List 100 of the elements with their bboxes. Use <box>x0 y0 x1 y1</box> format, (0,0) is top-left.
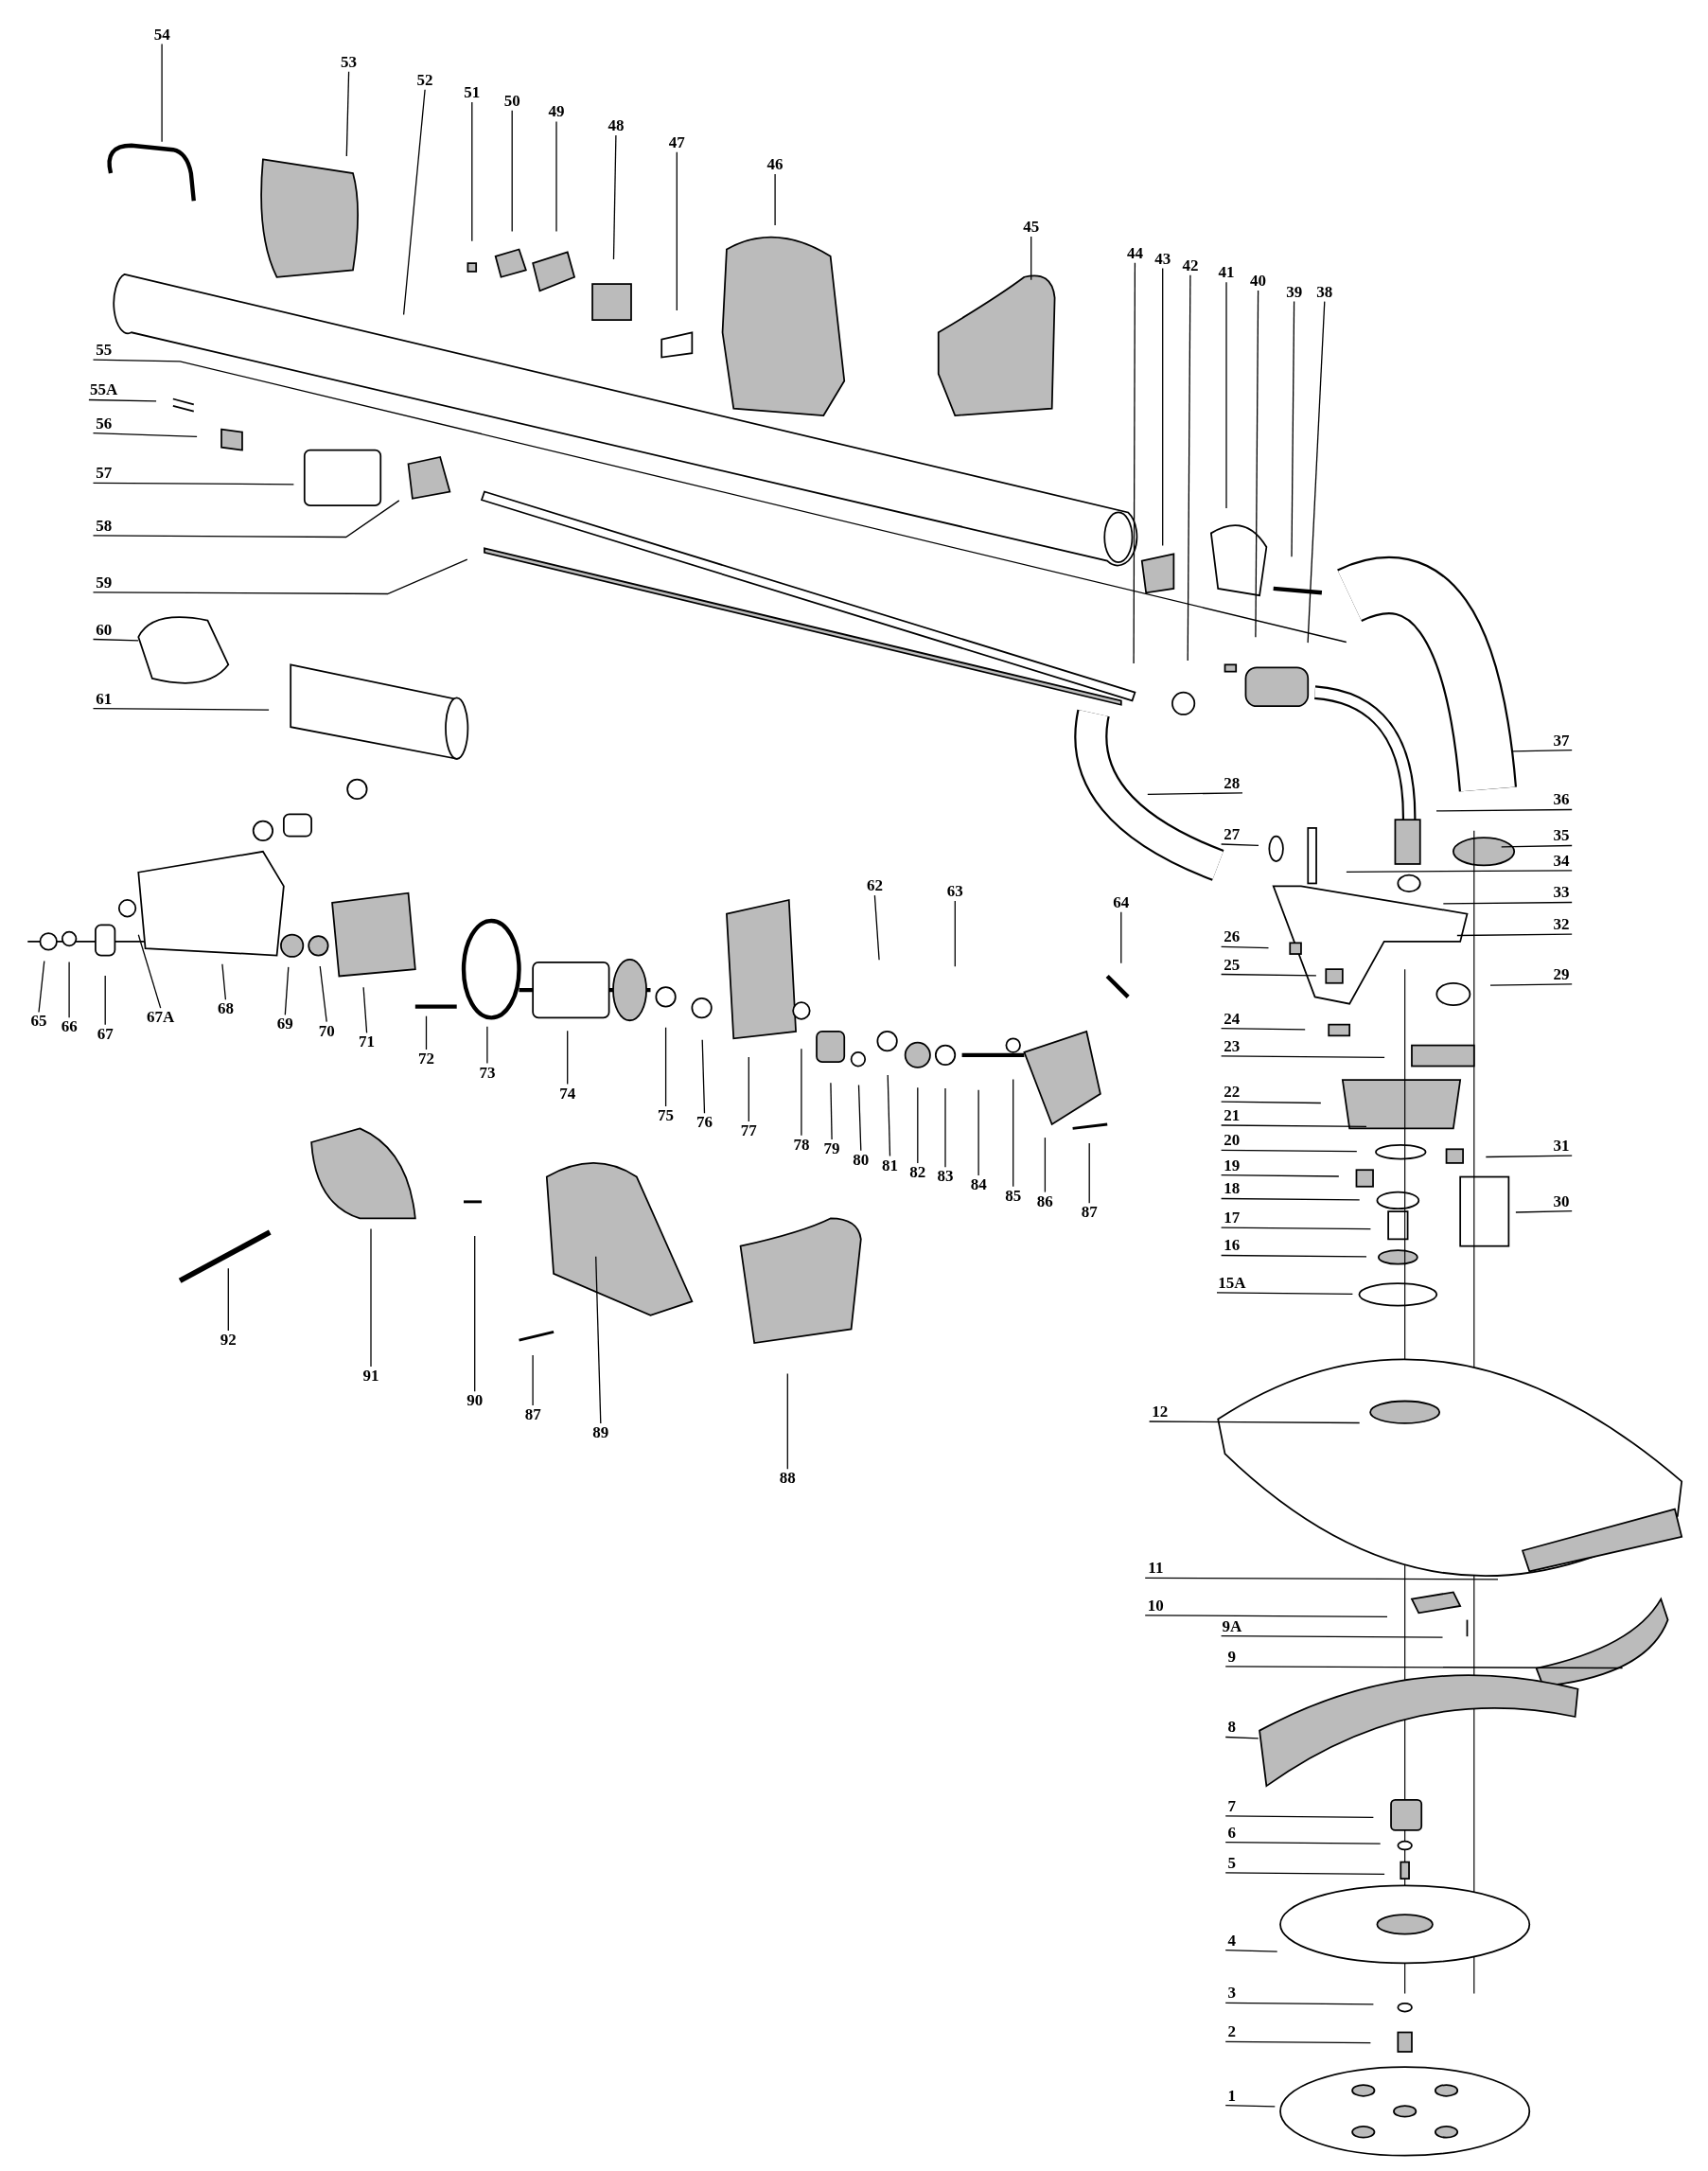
callout-number: 46 <box>766 155 784 175</box>
leader-line <box>345 71 350 157</box>
leader-line <box>1515 1209 1573 1213</box>
leader-line <box>676 151 678 311</box>
leader-line <box>1220 1055 1385 1058</box>
leader-line <box>1144 1577 1499 1580</box>
leader-line <box>319 965 327 1023</box>
leader-line <box>1133 262 1136 664</box>
leader-line <box>92 482 295 485</box>
leader-line <box>1225 281 1227 509</box>
leader-line <box>1220 1227 1372 1230</box>
leader-line <box>887 1074 891 1157</box>
callout-number: 12 <box>1152 1402 1169 1421</box>
callout-number: 44 <box>1126 243 1143 263</box>
leader-line <box>1012 1078 1014 1188</box>
leader-line <box>1224 1666 1624 1669</box>
callout-number: 87 <box>524 1404 541 1424</box>
callout-number: 6 <box>1227 1823 1237 1843</box>
callout-number: 61 <box>96 689 113 709</box>
callout-number: 29 <box>1553 964 1570 984</box>
callout-number: 66 <box>61 1017 78 1037</box>
leader-line <box>68 961 70 1018</box>
leader-line <box>1220 1124 1367 1128</box>
callout-number: 45 <box>1023 217 1040 237</box>
leader-line <box>1224 1736 1259 1739</box>
callout-number: 90 <box>467 1391 484 1411</box>
leader-line <box>1511 749 1573 752</box>
callout-number: 62 <box>866 876 883 896</box>
leader-line <box>1224 1872 1385 1875</box>
leader-line <box>1220 1174 1340 1177</box>
callout-number: 35 <box>1553 826 1570 846</box>
callout-number: 58 <box>96 516 113 536</box>
callout-number: 8 <box>1227 1718 1237 1738</box>
callout-number: 84 <box>970 1175 987 1195</box>
callout-number: 37 <box>1553 731 1570 750</box>
leader-line <box>1220 1635 1444 1638</box>
callout-number: 41 <box>1218 263 1235 283</box>
leader-line <box>1291 300 1295 557</box>
leader-line <box>370 1227 372 1368</box>
leader-line <box>92 432 198 437</box>
leader-line <box>1307 300 1326 644</box>
leader-line <box>92 708 270 711</box>
callout-number: 81 <box>882 1156 898 1175</box>
leader-line <box>38 960 45 1014</box>
leader-line <box>917 1086 919 1164</box>
leader-line <box>801 1048 802 1137</box>
callout-number: 47 <box>668 132 685 152</box>
callout-number: 23 <box>1224 1036 1241 1056</box>
callout-number: 80 <box>853 1150 870 1170</box>
callout-number: 85 <box>1005 1186 1022 1206</box>
leader-line <box>1224 1950 1278 1952</box>
leader-line <box>1224 2040 1372 2044</box>
callout-number: 89 <box>592 1422 609 1442</box>
leader-line <box>1147 792 1243 795</box>
callout-number: 27 <box>1224 825 1241 844</box>
callout-number: 2 <box>1227 2022 1237 2042</box>
callout-number: 39 <box>1286 282 1303 302</box>
callout-number: 88 <box>779 1469 796 1489</box>
leader-line <box>1224 2104 1276 2108</box>
callout-number: 54 <box>153 25 170 44</box>
leader-line <box>830 1082 833 1140</box>
leader-line <box>748 1056 749 1122</box>
leader-line <box>1220 1254 1367 1258</box>
leader-line <box>1187 274 1191 662</box>
leader-line <box>92 359 1347 644</box>
callout-number: 4 <box>1227 1931 1237 1950</box>
leader-line <box>555 120 557 233</box>
leader-line <box>532 1354 534 1406</box>
callout-number: 55 <box>96 341 113 361</box>
callout-number: 72 <box>418 1049 434 1068</box>
callout-number: 32 <box>1553 915 1570 935</box>
callout-number: 38 <box>1316 282 1333 302</box>
callout-number: 31 <box>1553 1137 1570 1156</box>
leader-line <box>567 1030 569 1086</box>
leader-line <box>1220 973 1317 977</box>
callout-number: 75 <box>658 1105 675 1125</box>
leader-line <box>92 558 468 595</box>
callout-number: 55A <box>90 380 118 400</box>
callout-number: 1 <box>1227 2086 1237 2106</box>
callout-number: 86 <box>1036 1191 1053 1211</box>
callout-number: 77 <box>740 1121 757 1141</box>
leader-line <box>1088 1142 1090 1204</box>
callout-number: 26 <box>1224 927 1241 947</box>
leader-line <box>701 1039 706 1114</box>
callout-number: 78 <box>793 1135 810 1155</box>
leader-line <box>486 1026 488 1065</box>
callout-number: 50 <box>503 91 520 111</box>
leader-line <box>1044 1137 1047 1193</box>
leader-line <box>1162 267 1164 547</box>
leader-line <box>1346 870 1573 873</box>
callout-number: 69 <box>276 1015 293 1034</box>
leader-line <box>1224 2002 1375 2005</box>
leader-line <box>1501 844 1573 848</box>
callout-number: 17 <box>1224 1209 1241 1228</box>
callout-number: 33 <box>1553 883 1570 903</box>
callout-number: 79 <box>823 1139 840 1159</box>
leader-line <box>786 1372 788 1470</box>
callout-number: 53 <box>341 52 358 72</box>
leader-line <box>1120 911 1122 964</box>
callout-number: 10 <box>1147 1596 1164 1615</box>
